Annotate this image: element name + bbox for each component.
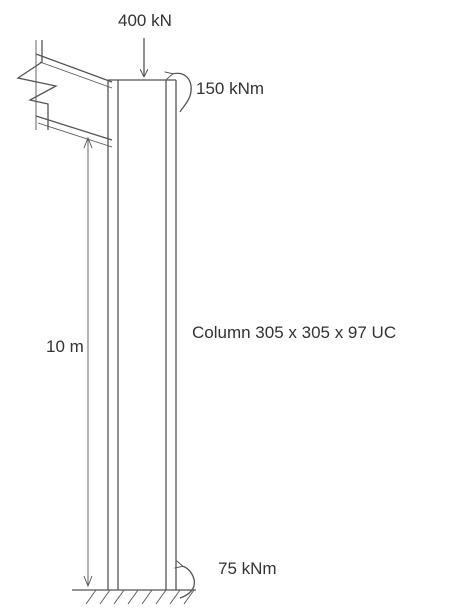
height-label: 10 m <box>46 337 84 356</box>
column <box>107 79 177 590</box>
beam <box>35 40 113 148</box>
top-moment-label: 150 kNm <box>196 79 264 98</box>
top-moment-arrow <box>172 73 192 113</box>
axial-load-label: 400 kN <box>118 11 172 30</box>
bottom-moment-label: 75 kNm <box>218 559 277 578</box>
height-dimension <box>83 136 93 588</box>
fixed-support <box>72 589 196 605</box>
bottom-moment-arrow <box>180 566 196 599</box>
column-designation-label: Column 305 x 305 x 97 UC <box>192 323 396 342</box>
break-symbol <box>16 40 58 130</box>
